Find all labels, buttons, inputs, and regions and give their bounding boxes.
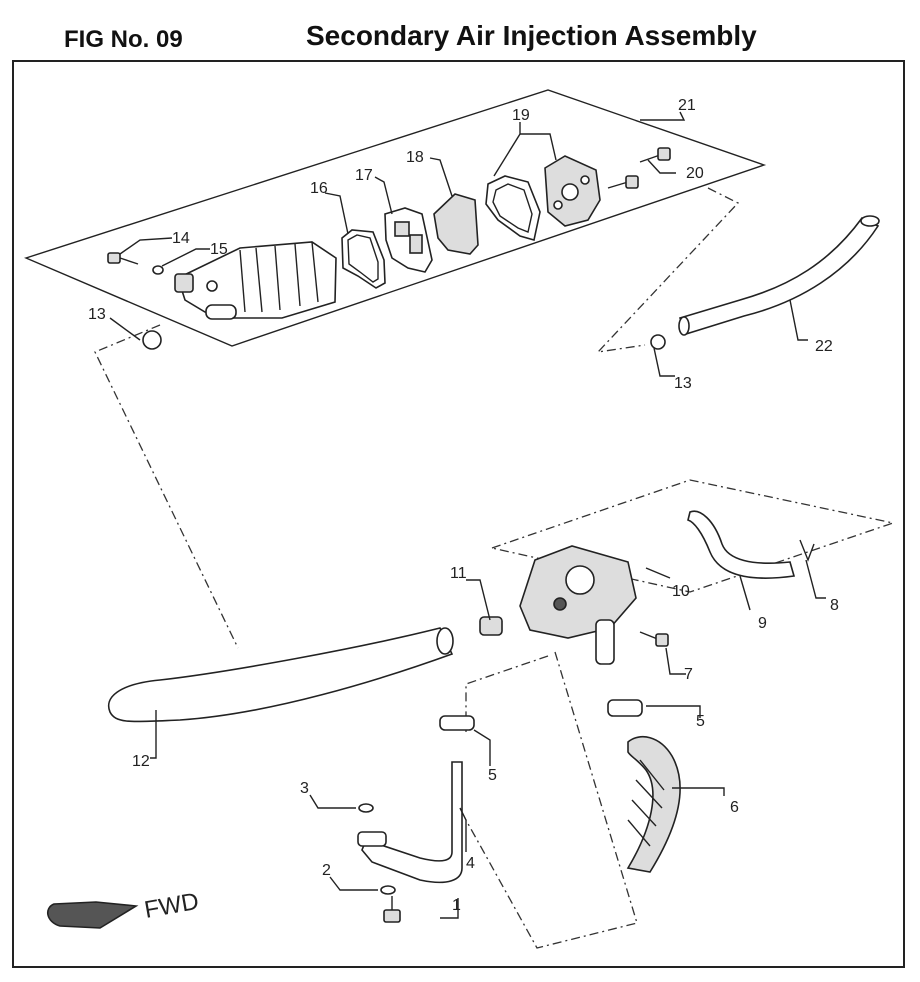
part-5-clamp-upper: [439, 715, 475, 731]
part-2-washer: [380, 885, 396, 895]
callout-16: 16: [310, 180, 328, 197]
part-5-clamp-right: [607, 699, 643, 717]
callout-13-right: 13: [674, 375, 692, 392]
callout-21: 21: [678, 97, 696, 114]
callout-20: 20: [686, 165, 704, 182]
part-8-clip: [799, 539, 815, 562]
callout-3: 3: [300, 780, 309, 797]
dash-line-11-to-4: [465, 655, 549, 732]
callout-4: 4: [466, 855, 475, 872]
dash-line-21-to-13: [596, 187, 740, 353]
part-19-gaskets: [485, 175, 541, 242]
part-10-solenoid-valve: [519, 545, 637, 665]
callout-5-right: 5: [696, 713, 705, 730]
callout-1: 1: [452, 897, 461, 914]
part-15-washer: [152, 265, 164, 275]
callout-14: 14: [172, 230, 190, 247]
part-12-hose: [107, 627, 454, 723]
callout-9: 9: [758, 615, 767, 632]
figure-number: FIG No. 09: [64, 26, 183, 53]
forward-label: FWD: [142, 888, 201, 924]
part-14-bolt: [107, 252, 139, 265]
part-3-washer: [358, 803, 374, 813]
callout-6: 6: [730, 799, 739, 816]
reed-valve-assembly-outline: [24, 89, 767, 347]
part-13-clamp-left: [142, 330, 162, 350]
dash-line-6-area: [465, 651, 638, 949]
callout-22: 22: [815, 338, 833, 355]
callout-5-upper: 5: [488, 767, 497, 784]
part-6-hose: [626, 735, 681, 873]
part-11-plug: [479, 616, 503, 636]
callout-10: 10: [672, 583, 690, 600]
forward-arrow-icon: [47, 901, 139, 929]
callout-17: 17: [355, 167, 373, 184]
part-13-clamp-right: [650, 334, 666, 350]
callout-19: 19: [512, 107, 530, 124]
callout-12: 12: [132, 753, 150, 770]
part-18-cover-gasket: [433, 193, 479, 255]
callout-2: 2: [322, 862, 331, 879]
part-19-cover: [544, 155, 601, 227]
part-22-hose: [678, 215, 880, 336]
callout-13-left: 13: [88, 306, 106, 323]
diagram-frame: [12, 60, 905, 968]
part-4-pipe: [357, 761, 463, 884]
part-17-reed-plate: [384, 207, 433, 273]
callout-15: 15: [210, 241, 228, 258]
callout-7: 7: [684, 666, 693, 683]
dash-line-13-to-12: [94, 324, 239, 649]
part-7-bolt: [639, 631, 669, 647]
reed-valve-body: [174, 241, 337, 320]
callout-8: 8: [830, 597, 839, 614]
part-1-bolt: [383, 896, 401, 923]
part-9-hose: [687, 510, 796, 579]
part-16-gasket: [341, 229, 386, 289]
callout-18: 18: [406, 149, 424, 166]
figure-title: Secondary Air Injection Assembly: [306, 20, 757, 51]
part-20-bolts: [607, 147, 671, 189]
callout-11: 11: [450, 565, 467, 582]
